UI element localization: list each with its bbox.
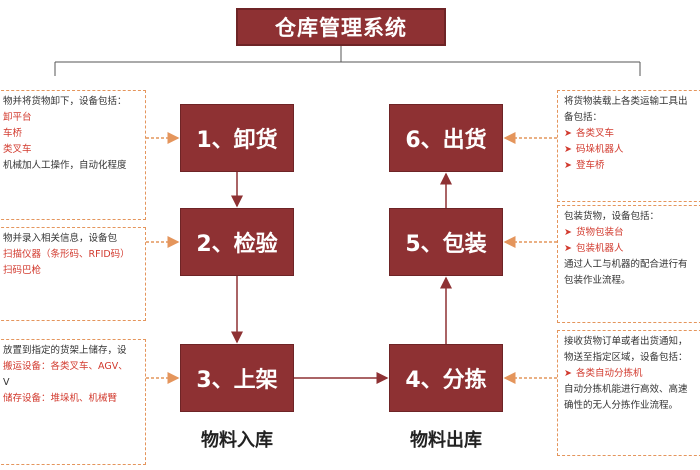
arrow-bullet-icon: ➤ [564, 227, 572, 238]
panel-text: 放置到指定的货架上储存，设 [3, 345, 127, 356]
arrow-bullet-icon: ➤ [564, 368, 572, 379]
panel-text: 备包括： [564, 112, 603, 123]
group-label-outbound: 物料出库 [410, 430, 482, 451]
panel-shelve: 放置到指定的货架上储存，设 搬运设备：各类叉车、AGV、 V 储存设备：堆垛机、… [0, 339, 146, 465]
arrow-bullet-icon: ➤ [564, 144, 572, 155]
panel-text: 包装货物，设备包括： [564, 211, 660, 222]
panel-item: 扫码巴枪 [3, 265, 42, 276]
panel-item: 卸平台 [3, 112, 32, 123]
panel-text: 机械加人工操作，自动化程度 [3, 160, 127, 171]
arrow-bullet-icon: ➤ [564, 128, 572, 139]
panel-unload: 物并将货物卸下，设备包括： 卸平台 车桥 类叉车 机械加人工操作，自动化程度 [0, 90, 146, 220]
panel-item: ➤登车桥 [564, 160, 605, 171]
step-ship: 6、出货 [389, 104, 503, 172]
panel-sort: 接收货物订单或者出货通知， 物送至指定区域，设备包括： ➤各类自动分拣机 自动分… [557, 330, 700, 456]
panel-inspect: 物并录入相关信息，设备包 扫描仪器（条形码、RFID码） 扫码巴枪 [0, 227, 146, 321]
panel-item: ➤各类自动分拣机 [564, 368, 643, 379]
panel-item: ➤各类叉车 [564, 128, 614, 139]
panel-text: 自动分拣机能进行高效、高速 [564, 384, 688, 395]
panel-text: 物送至指定区域，设备包括： [564, 352, 688, 363]
panel-item: 车桥 [3, 128, 23, 139]
panel-text: 物并将货物卸下，设备包括： [3, 96, 127, 107]
panel-item: 储存设备：堆垛机、机械臂 [3, 393, 118, 404]
panel-item: 扫描仪器（条形码、RFID码） [3, 249, 130, 260]
panel-item: 搬运设备：各类叉车、AGV、 [3, 361, 128, 372]
panel-text: 物并录入相关信息，设备包 [3, 233, 118, 244]
step-inspect: 2、检验 [180, 208, 294, 276]
panel-item: ➤货物包装台 [564, 227, 624, 238]
panel-text: 将货物装载上各类运输工具出 [564, 96, 688, 107]
step-unload: 1、卸货 [180, 104, 294, 172]
panel-text: 确性的无人分拣作业流程。 [564, 400, 679, 411]
arrow-bullet-icon: ➤ [564, 243, 572, 254]
group-label-inbound: 物料入库 [201, 430, 273, 451]
step-sort: 4、分拣 [389, 344, 503, 412]
panel-text: 包装作业流程。 [564, 275, 631, 286]
panel-ship: 将货物装载上各类运输工具出 备包括： ➤各类叉车 ➤码垛机器人 ➤登车桥 [557, 90, 700, 202]
panel-item: ➤包装机器人 [564, 243, 624, 254]
panel-text: 通过人工与机器的配合进行有 [564, 259, 688, 270]
diagram-title: 仓库管理系统 [236, 8, 446, 46]
panel-text: V [3, 377, 10, 388]
panel-item: 类叉车 [3, 144, 32, 155]
panel-item: ➤码垛机器人 [564, 144, 624, 155]
step-pack: 5、包装 [389, 208, 503, 276]
panel-pack: 包装货物，设备包括： ➤货物包装台 ➤包装机器人 通过人工与机器的配合进行有 包… [557, 205, 700, 323]
step-shelve: 3、上架 [180, 344, 294, 412]
panel-text: 接收货物订单或者出货通知， [564, 336, 688, 347]
arrow-bullet-icon: ➤ [564, 160, 572, 171]
